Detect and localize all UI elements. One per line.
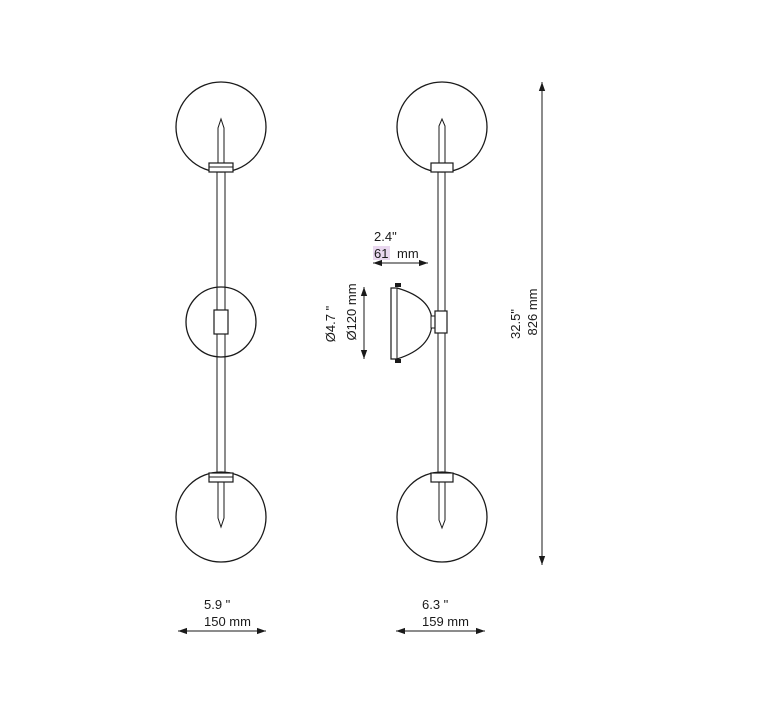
side-bottom-bulb-pin	[438, 481, 446, 530]
height-mm: 826 mm	[525, 289, 540, 336]
depth-highlight	[373, 246, 390, 260]
height-in: 32.5"	[508, 309, 523, 339]
front-bottom-bulb-pin	[217, 481, 225, 529]
depth-mm: 61	[374, 246, 388, 261]
side-top-bulb-pin	[438, 117, 446, 165]
side-width-in: 6.3 "	[422, 597, 449, 612]
side-top-globe	[396, 81, 488, 173]
side-top-socket	[430, 162, 454, 173]
side-bottom-globe	[396, 471, 488, 563]
side-width-mm: 159 mm	[422, 614, 469, 629]
depth-in: 2.4"	[374, 229, 397, 244]
front-width-mm: 150 mm	[204, 614, 251, 629]
front-canopy-mount	[213, 309, 229, 335]
side-stem-clamp	[434, 310, 448, 334]
depth-mm-unit: mm	[397, 246, 419, 261]
side-view	[390, 81, 488, 563]
canopy-diameter-mm: Ø120 mm	[344, 283, 359, 340]
height-dimension: 32.5" 826 mm	[508, 82, 546, 565]
front-bottom-globe	[175, 471, 267, 563]
side-bottom-socket	[430, 472, 454, 483]
front-top-globe	[175, 81, 267, 173]
side-canopy-screw-bottom	[395, 359, 401, 363]
front-width-dimension: 5.9 " 150 mm	[178, 597, 266, 635]
front-view	[175, 81, 267, 563]
depth-dimension: 2.4" 61 mm	[373, 229, 428, 267]
side-width-dimension: 6.3 " 159 mm	[396, 597, 485, 635]
front-top-bulb-pin	[217, 117, 225, 165]
front-width-in: 5.9 "	[204, 597, 231, 612]
canopy-diameter-in: Ø4.7 "	[323, 305, 338, 342]
canopy-diameter-dimension: Ø4.7 " Ø120 mm	[323, 283, 368, 359]
side-arm	[430, 315, 436, 329]
front-canopy	[185, 286, 257, 358]
side-canopy-screw-top	[395, 283, 401, 287]
